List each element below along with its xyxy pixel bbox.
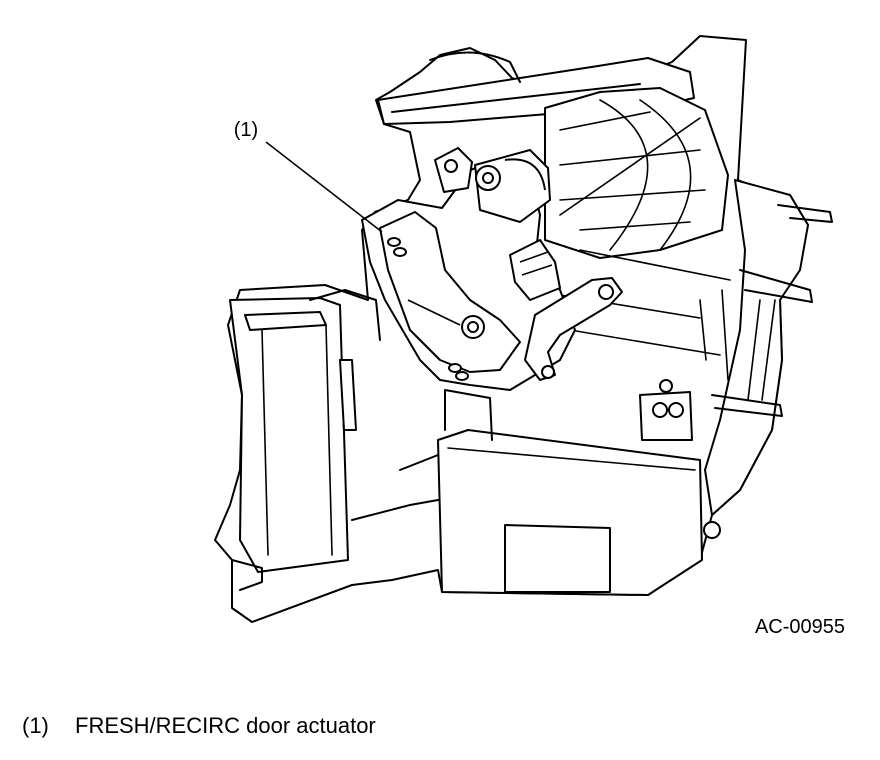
right-duct	[704, 179, 809, 516]
legend-item: (1) FRESH/RECIRC door actuator	[22, 713, 376, 739]
left-panel	[229, 297, 349, 573]
callout-label: (1)	[234, 119, 258, 141]
door-link-arm	[524, 277, 623, 381]
fresh-recirc-door-actuator	[361, 147, 623, 391]
legend-item-number: (1)	[22, 713, 49, 738]
figure-code: AC-00955	[755, 616, 845, 638]
blower-cone	[544, 87, 729, 259]
legend-item-text: FRESH/RECIRC door actuator	[75, 713, 376, 738]
callout-leader-line	[265, 141, 383, 233]
